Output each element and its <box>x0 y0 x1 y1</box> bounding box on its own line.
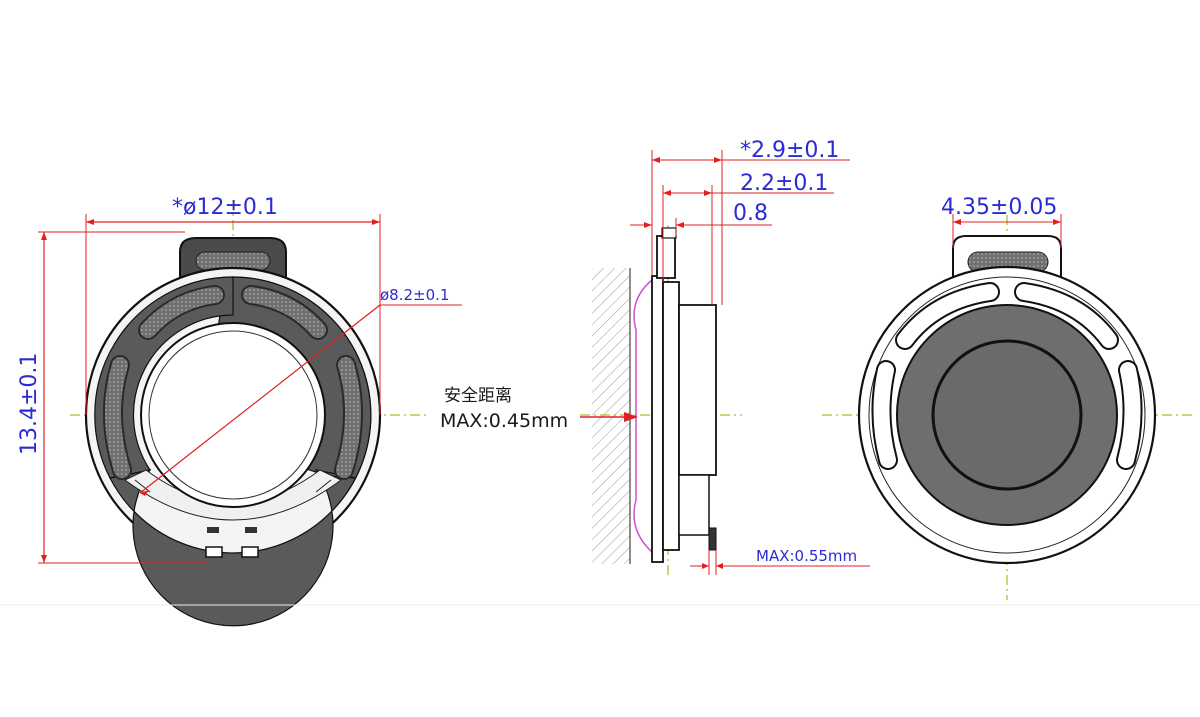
dim-outer-diameter: *ø12±0.1 <box>172 195 278 220</box>
front-slot-top-right-mesh <box>243 287 326 338</box>
back-magnet-inner <box>931 339 1083 491</box>
dim-inner-diameter: ø8.2±0.1 <box>380 286 449 304</box>
front-slot-left-mesh <box>104 357 130 478</box>
front-diaphragm-inner <box>148 330 318 500</box>
front-terminal-pad-right <box>241 546 259 558</box>
dim-flange-thickness: 0.8 <box>733 201 768 226</box>
safety-distance-value: MAX:0.45mm <box>440 410 568 432</box>
front-terminal-left <box>207 527 219 533</box>
dim-tab-width: 4.35±0.05 <box>941 195 1057 220</box>
side-body <box>662 281 680 551</box>
dim-inner-diameter-leader <box>139 304 381 494</box>
side-top-tab <box>656 235 676 279</box>
front-frame-full <box>94 276 234 479</box>
side-view: *2.9±0.1 2.2±0.1 0.8 MAX:0.55mm 安全距离 MAX… <box>440 138 870 575</box>
side-terminal <box>708 527 717 551</box>
front-terminal-right <box>245 527 257 533</box>
dim-terminal-max: MAX:0.55mm <box>756 547 857 565</box>
side-diaphragm <box>633 279 653 553</box>
side-wall-hatch <box>592 268 630 564</box>
front-view: *ø12±0.1 ø8.2±0.1 13.4±0.1 <box>17 195 462 627</box>
dim-height: 13.4±0.1 <box>17 353 42 455</box>
safety-distance-label: 安全距离 <box>444 386 512 406</box>
front-slot-right-mesh <box>336 357 362 478</box>
dim-body-thickness: 2.2±0.1 <box>740 171 828 196</box>
side-magnet <box>678 304 717 476</box>
dim-total-thickness: *2.9±0.1 <box>740 138 839 163</box>
front-terminal-pad-left <box>205 546 223 558</box>
side-front-flange <box>651 275 664 563</box>
back-rim-inner <box>868 276 1146 554</box>
back-view: 4.35±0.05 <box>822 195 1195 600</box>
front-slot-top-left-mesh <box>140 287 223 338</box>
